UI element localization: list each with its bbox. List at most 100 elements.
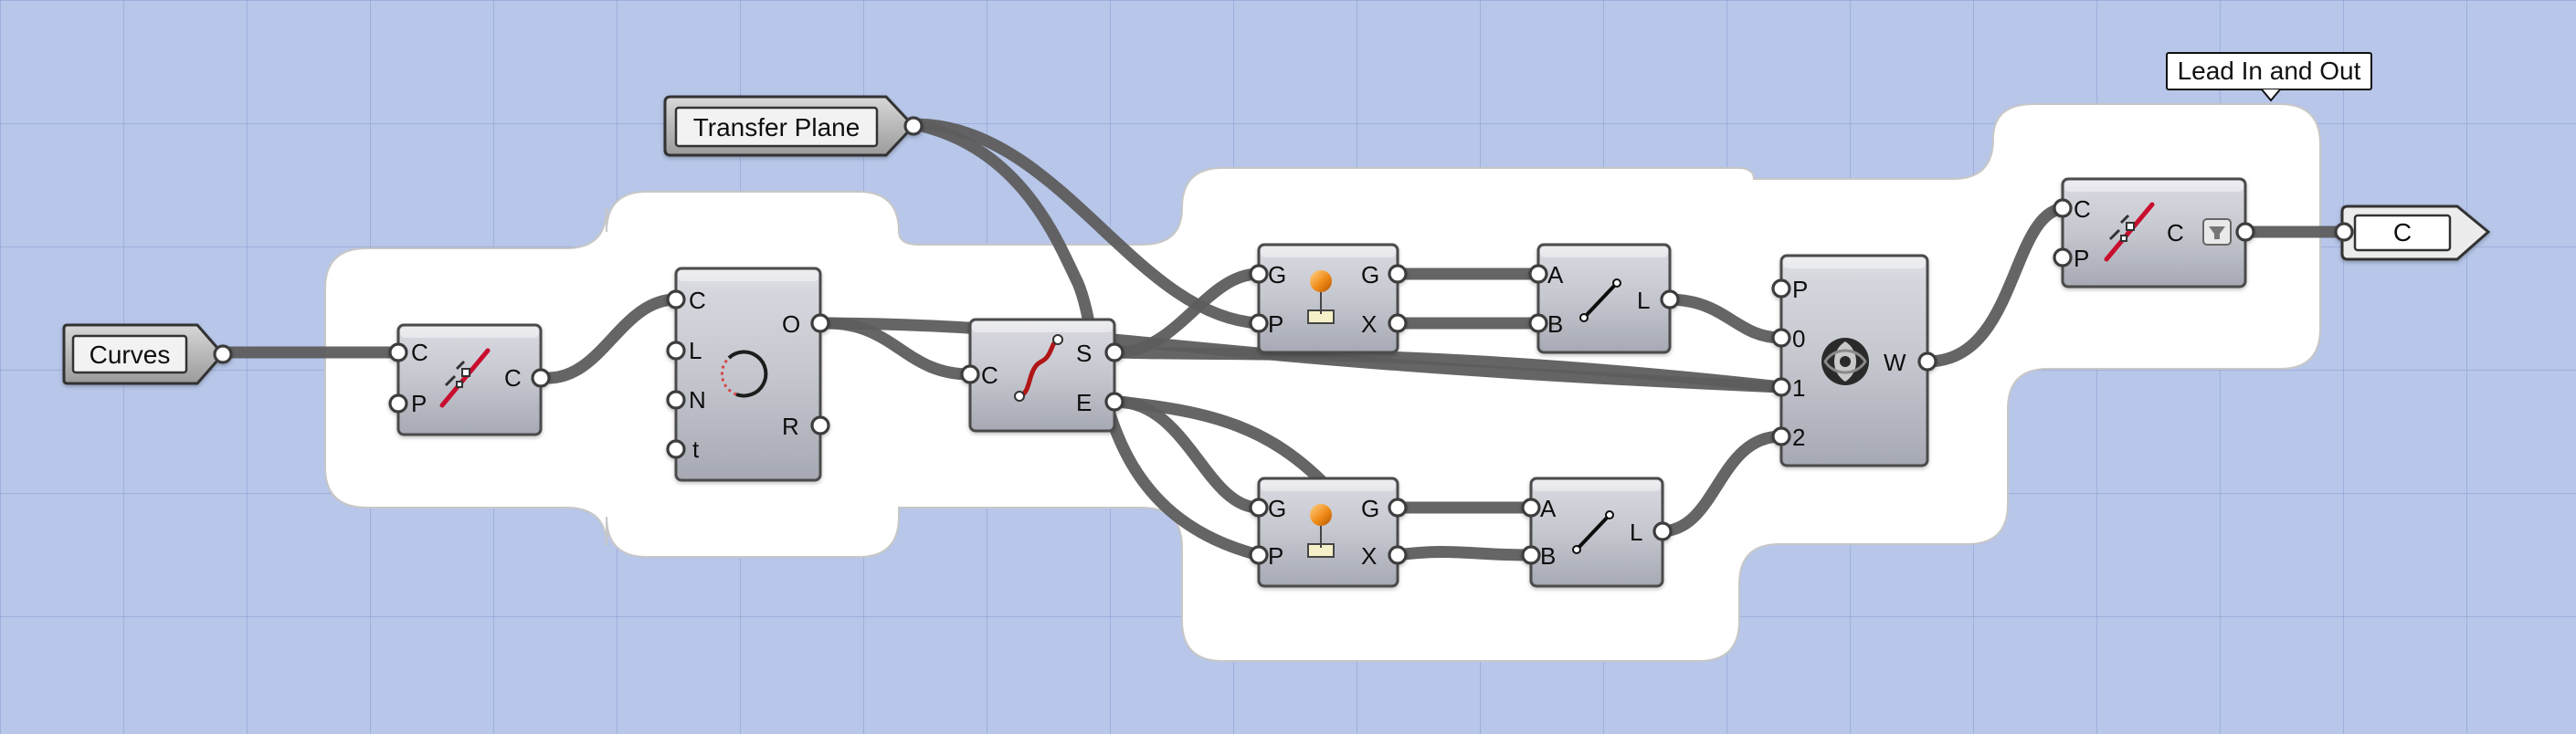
pulltop-out-1: X xyxy=(1361,310,1377,338)
curve-endpoints-icon xyxy=(1014,334,1063,402)
weave-input-p-port[interactable] xyxy=(1771,278,1791,299)
wire-line-top-to-weave-0 xyxy=(1662,293,1788,344)
linebottom-output-l-port[interactable] xyxy=(1652,521,1673,541)
circle-in-0: C xyxy=(689,287,706,314)
component-pull-point-top[interactable]: G P G X xyxy=(1249,243,1408,354)
weave-input-0-port[interactable] xyxy=(1771,328,1791,348)
pullbottom-input-g-port[interactable] xyxy=(1249,498,1269,518)
circle-icon xyxy=(720,350,768,398)
endpoints-input-c-port[interactable] xyxy=(960,364,980,384)
weave-in-2: 1 xyxy=(1792,374,1805,402)
pullbottom-out-0: G xyxy=(1361,495,1379,522)
param-output-c[interactable]: C xyxy=(2334,204,2491,261)
pullbottom-in-0: G xyxy=(1268,495,1286,522)
shatter-curve-icon xyxy=(2104,202,2155,262)
linetop-output-l-port[interactable] xyxy=(1660,289,1680,309)
shatter2-input-p-port[interactable] xyxy=(2053,247,2073,267)
circle-input-c-port[interactable] xyxy=(666,289,686,309)
circle-output-r-port[interactable] xyxy=(810,415,830,435)
linebottom-input-a-port[interactable] xyxy=(1521,498,1541,518)
shatter1-in-1: P xyxy=(411,390,427,417)
pullbottom-output-x-port[interactable] xyxy=(1388,545,1408,565)
shatter1-input-p-port[interactable] xyxy=(388,393,408,414)
circle-in-3: t xyxy=(692,435,700,463)
shatter2-input-c-port[interactable] xyxy=(2053,198,2073,218)
pulltop-in-1: P xyxy=(1268,310,1283,338)
pullbottom-in-1: P xyxy=(1268,542,1283,570)
pullbottom-input-p-port[interactable] xyxy=(1249,545,1269,565)
weave-in-3: 2 xyxy=(1792,424,1805,451)
wire-circle-o-to-weave-1 xyxy=(821,317,1788,393)
component-circle[interactable]: C L N t O R xyxy=(666,267,830,482)
shatter2-in-0: C xyxy=(2074,195,2091,223)
component-shatter-2[interactable]: C P C xyxy=(2053,177,2255,288)
pulltop-in-0: G xyxy=(1268,261,1286,288)
shatter1-input-c-port[interactable] xyxy=(388,342,408,362)
linebottom-in-0: A xyxy=(1540,495,1557,522)
group-lead-in-out[interactable] xyxy=(324,103,2321,662)
circle-in-1: L xyxy=(689,337,702,364)
component-line-bottom[interactable]: A B L xyxy=(1521,477,1673,588)
wires xyxy=(216,118,2354,561)
pull-point-icon xyxy=(1307,504,1335,558)
param-output-c-input-port[interactable] xyxy=(2334,222,2354,242)
param-output-c-label: C xyxy=(2393,218,2412,246)
pulltop-input-g-port[interactable] xyxy=(1249,264,1269,284)
component-weave[interactable]: P 0 1 2 W xyxy=(1771,254,1937,467)
endpoints-output-s-port[interactable] xyxy=(1104,342,1124,362)
wire-line-bottom-to-weave-2 xyxy=(1654,430,1788,538)
group-label-text: Lead In and Out xyxy=(2178,57,2361,85)
pulltop-output-x-port[interactable] xyxy=(1388,313,1408,333)
component-line-top[interactable]: A B L xyxy=(1528,243,1680,354)
shatter-curve-icon xyxy=(439,348,491,408)
pulltop-out-0: G xyxy=(1361,261,1379,288)
endpoints-in-0: C xyxy=(981,362,998,389)
wire-shatter-to-circle xyxy=(542,293,682,384)
component-end-points[interactable]: C S E xyxy=(960,318,1124,433)
weave-in-1: 0 xyxy=(1792,325,1805,352)
endpoints-out-0: S xyxy=(1076,340,1092,367)
pullbottom-output-g-port[interactable] xyxy=(1388,498,1408,518)
param-transfer-plane-output-port[interactable] xyxy=(903,116,924,136)
circle-output-o-port[interactable] xyxy=(810,313,830,333)
wire-transfer-to-pull-top xyxy=(907,118,1265,330)
circle-input-l-port[interactable] xyxy=(666,341,686,361)
linetop-input-b-port[interactable] xyxy=(1528,313,1548,333)
circle-out-0: O xyxy=(782,310,800,338)
shatter2-out-0: C xyxy=(2167,219,2184,246)
weave-out-0: W xyxy=(1884,349,1906,376)
pulltop-output-g-port[interactable] xyxy=(1388,264,1408,284)
wire-transfer-to-pull-bottom xyxy=(907,118,1265,561)
param-curves[interactable]: Curves xyxy=(62,323,233,385)
param-curves-label: Curves xyxy=(90,341,171,369)
linebottom-input-b-port[interactable] xyxy=(1521,545,1541,565)
weave-output-w-port[interactable] xyxy=(1917,351,1937,372)
group-label-tag[interactable]: Lead In and Out xyxy=(2166,52,2372,102)
component-shatter-1[interactable]: C P C xyxy=(388,323,551,436)
shatter2-in-1: P xyxy=(2074,245,2089,272)
linetop-out-0: L xyxy=(1637,287,1650,314)
weave-input-2-port[interactable] xyxy=(1771,426,1791,446)
endpoints-out-1: E xyxy=(1076,389,1092,416)
component-pull-point-bottom[interactable]: G P G X xyxy=(1249,477,1408,588)
linetop-input-a-port[interactable] xyxy=(1528,264,1548,284)
circle-input-n-port[interactable] xyxy=(666,390,686,410)
pullbottom-out-1: X xyxy=(1361,542,1377,570)
weave-input-1-port[interactable] xyxy=(1771,377,1791,397)
linebottom-in-1: B xyxy=(1540,542,1556,570)
shatter1-output-c-port[interactable] xyxy=(531,368,551,388)
param-transfer-plane[interactable]: Transfer Plane xyxy=(663,95,924,157)
param-curves-output-port[interactable] xyxy=(213,344,233,364)
weave-icon xyxy=(1821,338,1869,385)
wire-weave-to-shatter2 xyxy=(1921,202,2073,368)
wire-pull-bottom-x-to-line-b xyxy=(1389,545,1537,561)
pulltop-input-p-port[interactable] xyxy=(1249,313,1269,333)
shatter2-output-c-port[interactable] xyxy=(2235,222,2255,242)
line-icon xyxy=(1579,278,1621,322)
weave-in-0: P xyxy=(1792,276,1808,303)
circle-input-t-port[interactable] xyxy=(666,439,686,459)
linetop-in-1: B xyxy=(1547,310,1563,338)
endpoints-output-e-port[interactable] xyxy=(1104,392,1124,412)
